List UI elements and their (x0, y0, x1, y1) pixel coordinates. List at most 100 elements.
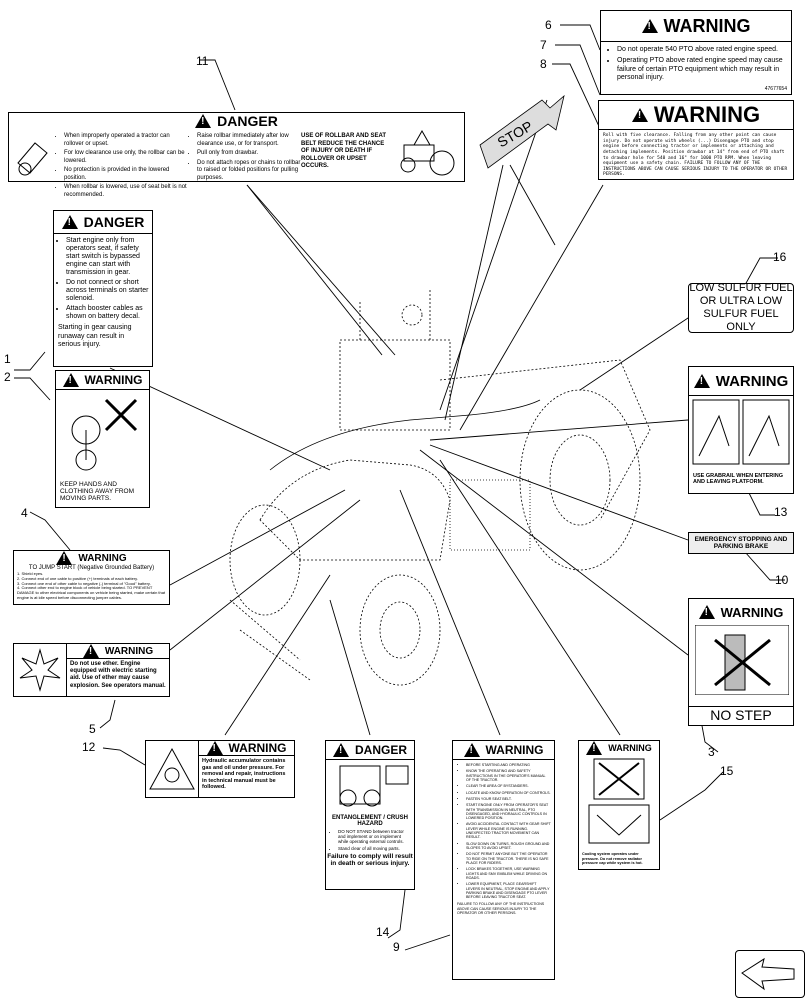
decal-line: DO NOT PERMIT ANYONE BUT THE OPERATOR TO… (466, 852, 551, 865)
decal-line: Pull only from drawbar. (197, 150, 302, 158)
decal-7-warning: WARNING Roll with five clearance. Fallin… (598, 100, 794, 180)
callout-10: 10 (775, 573, 789, 587)
decal-text: EMERGENCY STOPPING AND PARKING BRAKE (694, 535, 788, 550)
decal-footer: Starting in gear causing runaway can res… (58, 324, 132, 348)
warning-triangle-icon (56, 551, 73, 565)
decal-line: LOWER EQUIPMENT, PLACE GEARSHIFT LEVERS … (466, 882, 551, 899)
decal-line: LOCK BRAKES TOGETHER, USE WARNING LIGHTS… (466, 867, 551, 880)
decal-line: FASTEN YOUR SEAT BELT. (466, 797, 551, 801)
decal-header: WARNING (485, 743, 544, 757)
leader-lines (14, 24, 785, 951)
tractor-rollbar-icon (400, 129, 455, 176)
decal-code: 47677654 (764, 85, 787, 92)
pressure-hazard-icon (149, 741, 199, 797)
decal-line: When improperly operated a tractor can r… (64, 133, 189, 148)
decal-line: When rollbar is lowered, use of seat bel… (64, 184, 189, 199)
hot-radiator-icon (588, 758, 650, 844)
warning-triangle-icon (463, 743, 480, 757)
decal-16-fuel-label: LOW SULFUR FUEL OR ULTRA LOW SULFUR FUEL… (688, 282, 794, 333)
decal-11-rollbar-danger: DANGER When improperly operated a tracto… (8, 112, 465, 198)
warning-triangle-icon (62, 373, 79, 387)
decal-text: Cooling system operates under pressure. … (582, 852, 643, 866)
callout-6: 6 (545, 18, 552, 32)
decal-line: USE OF ROLLBAR AND SEAT BELT REDUCE THE … (301, 133, 386, 169)
callout-12: 12 (82, 740, 96, 754)
warning-triangle-icon (82, 644, 99, 658)
decal-line: SLOW DOWN ON TURNS, ROUGH GROUND AND SLO… (466, 842, 551, 851)
explosion-icon (19, 644, 67, 696)
decal-line: CLEAR THE AREA OF BYSTANDERS. (466, 784, 551, 788)
decal-2-moving-parts-warning: WARNING KEEP HANDS AND CLOTHING AWAY FRO… (55, 370, 150, 508)
callout-16: 16 (773, 250, 787, 264)
callout-8: 8 (540, 57, 547, 71)
callout-5: 5 (89, 722, 96, 736)
decal-text: Hydraulic accumulator contains gas and o… (202, 758, 286, 791)
decal-12-accumulator-warning: WARNING Hydraulic accumulator contains g… (145, 740, 295, 798)
decal-line: Start engine only from operators seat, i… (66, 237, 149, 277)
warning-triangle-icon (61, 215, 78, 229)
decal-5-ether-warning: WARNING Do not use ether. Engine equippe… (13, 643, 170, 697)
tractor-sketch (229, 290, 651, 686)
decal-line: For low clearance use only, the rollbar … (64, 150, 189, 165)
decal-line: Operating PTO above rated engine speed m… (617, 57, 785, 83)
decal-header: WARNING (84, 373, 143, 387)
entanglement-hazard-icon (71, 398, 138, 471)
warning-triangle-icon (631, 108, 648, 122)
decal-header: WARNING (228, 741, 287, 755)
callout-2: 2 (4, 370, 11, 384)
decal-line: No protection is provided in the lowered… (64, 167, 189, 182)
decal-header: WARNING (663, 15, 751, 36)
decal-header: DANGER (217, 113, 278, 129)
decal-1-start-danger: DANGER Start engine only from operators … (53, 210, 153, 367)
decal-line: LOCATE AND KNOW OPERATION OF CONTROLS. (466, 791, 551, 795)
warning-triangle-icon (332, 743, 349, 757)
callout-11: 11 (196, 54, 209, 68)
decal-line: BEFORE STARTING AND OPERATING (466, 763, 551, 767)
decal-line: Do not operate 540 PTO above rated engin… (617, 46, 785, 55)
decal-text: NO STEP (689, 706, 793, 723)
warning-triangle-icon (206, 741, 223, 755)
decal-text: KEEP HANDS AND CLOTHING AWAY FROM MOVING… (60, 481, 135, 502)
decal-text: Do not use ether. Engine equipped with e… (70, 661, 166, 689)
grabrail-icon (692, 399, 790, 465)
decal-line: Do not attach ropes or chains to rollbar… (197, 160, 302, 183)
decal-header: WARNING (720, 604, 784, 620)
no-step-icon (694, 624, 790, 696)
navigation-arrow-icon[interactable] (735, 950, 805, 998)
decal-10-brake-label: EMERGENCY STOPPING AND PARKING BRAKE (688, 532, 794, 554)
callout-7: 7 (540, 38, 547, 52)
decal-text: USE GRABRAIL WHEN ENTERING AND LEAVING P… (693, 473, 784, 485)
decal-line: Raise rollbar immediately after low clea… (197, 133, 302, 148)
decal-subtitle: ENTANGLEMENT / CRUSH HAZARD (332, 815, 408, 827)
decal-line: AVOID ACCIDENTAL CONTACT WITH GEAR SHIFT… (466, 822, 551, 839)
decal-line: Do not connect or short across terminals… (66, 279, 149, 303)
decal-4-jump-start-warning: WARNING TO JUMP START (Negative Grounded… (13, 550, 170, 605)
decal-header: WARNING (608, 743, 652, 753)
decal-line: 4. Connect other end to engine block of … (17, 585, 166, 600)
crush-hazard-icon (339, 765, 409, 807)
callout-9: 9 (393, 940, 400, 954)
decal-14-crush-danger: DANGER ENTANGLEMENT / CRUSH HAZARD DO NO… (325, 740, 415, 890)
decal-header: DANGER (83, 214, 145, 230)
decal-header: WARNING (104, 645, 154, 657)
decal-8-stop-label: STOP (478, 90, 568, 170)
decal-header: WARNING (78, 552, 127, 564)
decal-footer: Failure to comply will result in death o… (327, 853, 413, 868)
warning-triangle-icon (641, 19, 658, 33)
callout-4: 4 (21, 506, 28, 520)
decal-line: KNOW THE OPERATING AND SAFETY INSTRUCTIO… (466, 769, 551, 782)
warning-triangle-icon (698, 605, 715, 619)
warning-triangle-icon (195, 114, 212, 128)
decal-subtitle: TO JUMP START (Negative Grounded Battery… (28, 565, 155, 571)
decal-line: DO NOT STAND between tractor and impleme… (338, 829, 412, 844)
decal-6-pto-warning: WARNING Do not operate 540 PTO above rat… (600, 10, 792, 95)
decal-text: Roll with five clearance. Falling from a… (603, 133, 788, 178)
decal-9-operating-warning: WARNING BEFORE STARTING AND OPERATING KN… (452, 740, 555, 980)
decal-header: WARNING (653, 102, 761, 127)
decal-15-cooling-warning: WARNING Cooling system operates under pr… (578, 740, 660, 870)
warning-triangle-icon (586, 741, 603, 755)
callout-1: 1 (4, 352, 11, 366)
callout-3: 3 (708, 745, 715, 759)
warning-triangle-icon (693, 374, 710, 388)
decal-line: 1. Shield eyes. (17, 571, 44, 576)
